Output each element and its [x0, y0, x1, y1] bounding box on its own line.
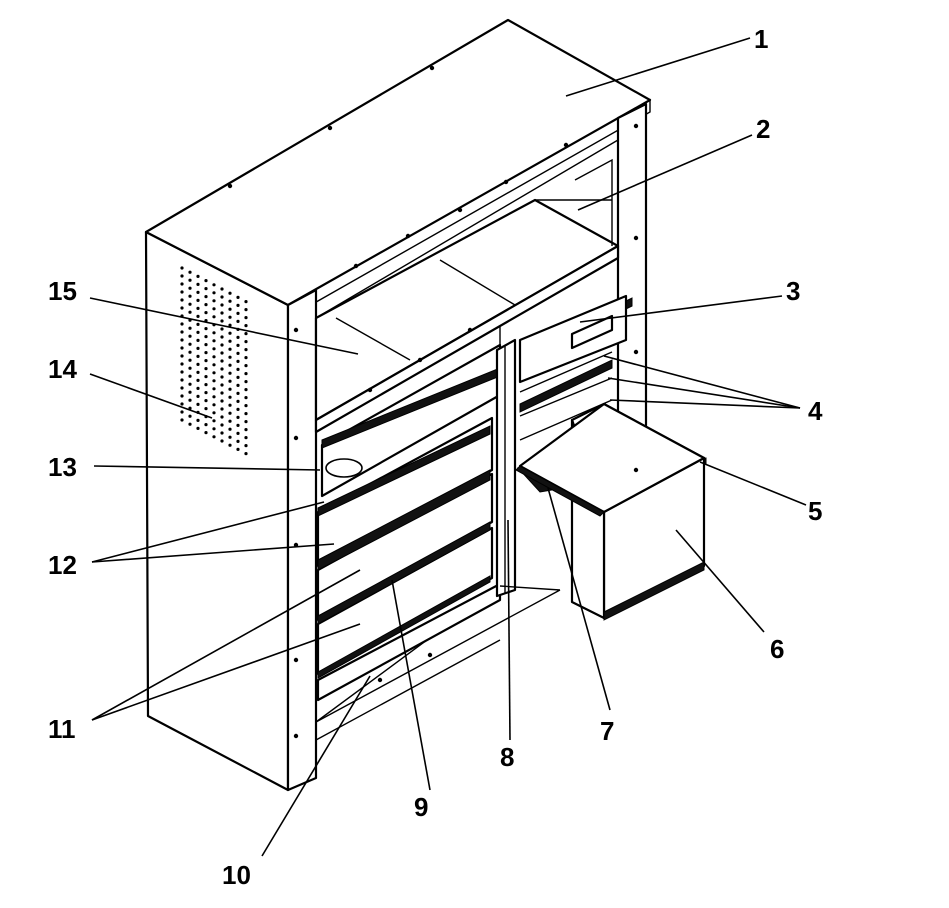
callout-5: 5	[808, 496, 822, 526]
callout-9: 9	[414, 792, 428, 822]
callout-8: 8	[500, 742, 514, 772]
drawer-12-a	[316, 416, 494, 568]
callout-labels: 1 2 3 4 5 6 7 8 9 10 11 12 13 14 15	[48, 24, 823, 890]
callout-7: 7	[600, 716, 614, 746]
callout-2: 2	[756, 114, 770, 144]
leader-lines	[89, 37, 807, 857]
upper-shelf-back	[315, 139, 619, 319]
left-front-upright	[286, 288, 318, 792]
slide-rail-7	[515, 465, 605, 517]
callout-4: 4	[808, 396, 823, 426]
shelf-divider-line	[335, 259, 516, 361]
label-plate-3	[570, 314, 614, 350]
callout-10: 10	[222, 860, 251, 890]
callout-11: 11	[48, 714, 76, 744]
perforation-pattern	[180, 266, 248, 456]
bottom-base-line	[315, 585, 561, 741]
callout-13: 13	[48, 452, 77, 482]
left-side-panel	[144, 230, 290, 792]
callout-3: 3	[786, 276, 800, 306]
drawer-10	[316, 582, 502, 702]
callout-12: 12	[48, 550, 77, 580]
center-divider	[495, 338, 517, 598]
callout-6: 6	[770, 634, 784, 664]
shelf-front-lip	[314, 244, 620, 434]
upper-back-panel	[535, 158, 613, 246]
callout-1: 1	[754, 24, 768, 54]
open-drawer-bottom-rail	[603, 561, 705, 621]
callout-14: 14	[48, 354, 77, 384]
drawer-handle-13	[325, 458, 363, 478]
callout-15: 15	[48, 276, 77, 306]
